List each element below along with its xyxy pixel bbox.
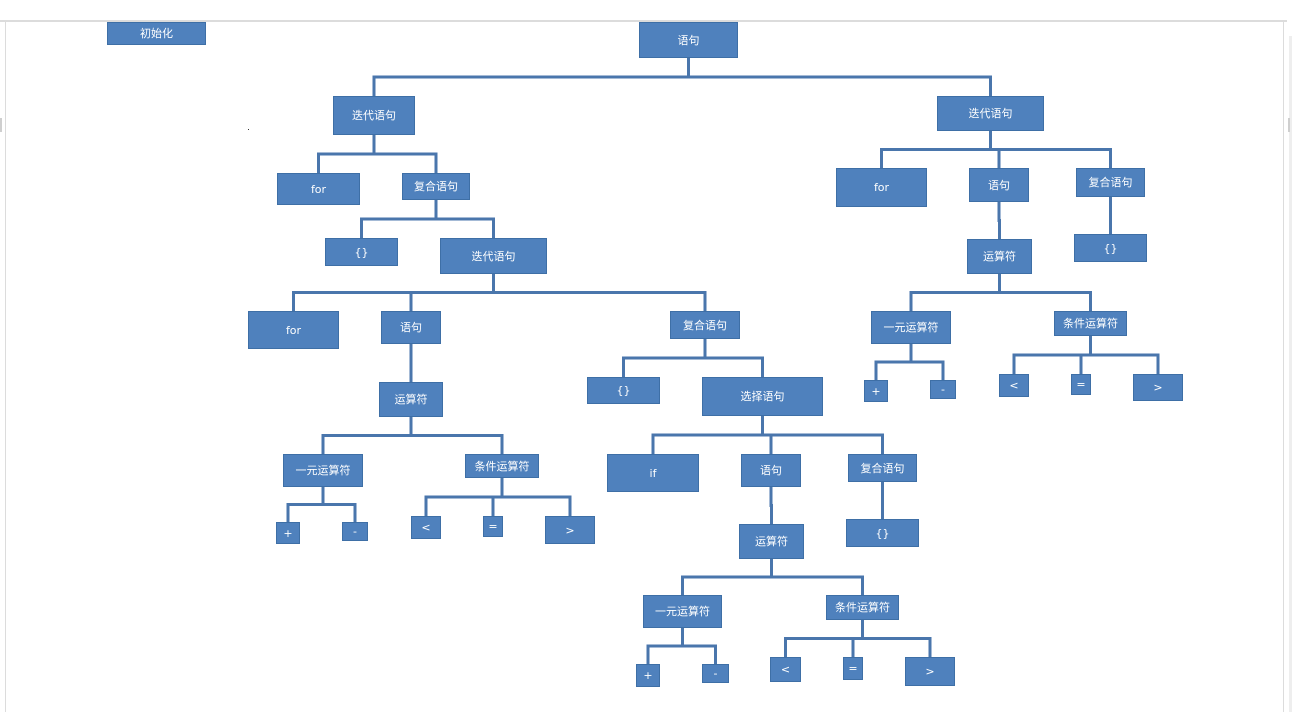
node-greater-than[interactable]: > xyxy=(545,516,595,544)
node-iteration-statement[interactable]: 迭代语句 xyxy=(440,238,547,274)
node-plus[interactable]: + xyxy=(864,380,888,402)
node-plus[interactable]: + xyxy=(276,522,300,544)
node-operator[interactable]: 运算符 xyxy=(967,239,1032,274)
node-compound-statement[interactable]: 复合语句 xyxy=(848,454,917,482)
node-greater-than[interactable]: > xyxy=(905,657,955,686)
right-resize-handle[interactable] xyxy=(1288,118,1290,132)
node-greater-than[interactable]: > xyxy=(1133,374,1183,401)
node-selection-statement[interactable]: 选择语句 xyxy=(702,377,823,416)
node-minus[interactable]: - xyxy=(930,380,956,399)
node-unary-operator[interactable]: 一元运算符 xyxy=(283,454,363,487)
node-init[interactable]: 初始化 xyxy=(107,22,206,45)
node-unary-operator[interactable]: 一元运算符 xyxy=(871,311,951,344)
node-statement[interactable]: 语句 xyxy=(381,311,441,344)
page-top-border xyxy=(0,20,1287,22)
node-operator[interactable]: 运算符 xyxy=(379,382,443,417)
node-equals[interactable]: = xyxy=(483,516,503,537)
node-for[interactable]: for xyxy=(248,311,339,349)
node-empty-block[interactable]: {} xyxy=(1074,234,1147,262)
node-statement[interactable]: 语句 xyxy=(969,168,1029,202)
node-plus[interactable]: + xyxy=(636,664,660,687)
node-less-than[interactable]: < xyxy=(411,516,441,539)
node-for[interactable]: for xyxy=(277,173,360,205)
node-iteration-statement[interactable]: 迭代语句 xyxy=(937,96,1044,131)
node-conditional-operator[interactable]: 条件运算符 xyxy=(826,595,899,620)
left-resize-handle[interactable] xyxy=(0,118,2,132)
node-operator[interactable]: 运算符 xyxy=(739,524,804,559)
node-equals[interactable]: = xyxy=(1071,374,1091,395)
node-empty-block[interactable]: {} xyxy=(587,377,660,404)
node-statement[interactable]: 语句 xyxy=(741,454,801,487)
node-conditional-operator[interactable]: 条件运算符 xyxy=(465,454,539,478)
node-for[interactable]: for xyxy=(836,168,927,207)
node-empty-block[interactable]: {} xyxy=(325,238,398,266)
node-empty-block[interactable]: {} xyxy=(846,519,919,547)
vertical-scrollbar[interactable] xyxy=(1289,36,1292,712)
node-compound-statement[interactable]: 复合语句 xyxy=(1076,168,1145,197)
node-minus[interactable]: - xyxy=(342,522,368,541)
node-less-than[interactable]: < xyxy=(770,657,801,682)
node-equals[interactable]: = xyxy=(843,657,863,680)
page-right-edge xyxy=(1283,22,1284,712)
node-less-than[interactable]: < xyxy=(999,374,1029,397)
node-minus[interactable]: - xyxy=(702,664,729,683)
node-compound-statement[interactable]: 复合语句 xyxy=(402,173,470,200)
stray-dot xyxy=(248,129,249,130)
page-left-edge xyxy=(5,22,6,712)
node-root-statement[interactable]: 语句 xyxy=(639,22,738,58)
node-unary-operator[interactable]: 一元运算符 xyxy=(643,595,722,628)
node-iteration-statement[interactable]: 迭代语句 xyxy=(333,96,415,135)
node-if[interactable]: if xyxy=(607,454,699,492)
node-compound-statement[interactable]: 复合语句 xyxy=(670,311,740,339)
node-conditional-operator[interactable]: 条件运算符 xyxy=(1054,311,1127,336)
